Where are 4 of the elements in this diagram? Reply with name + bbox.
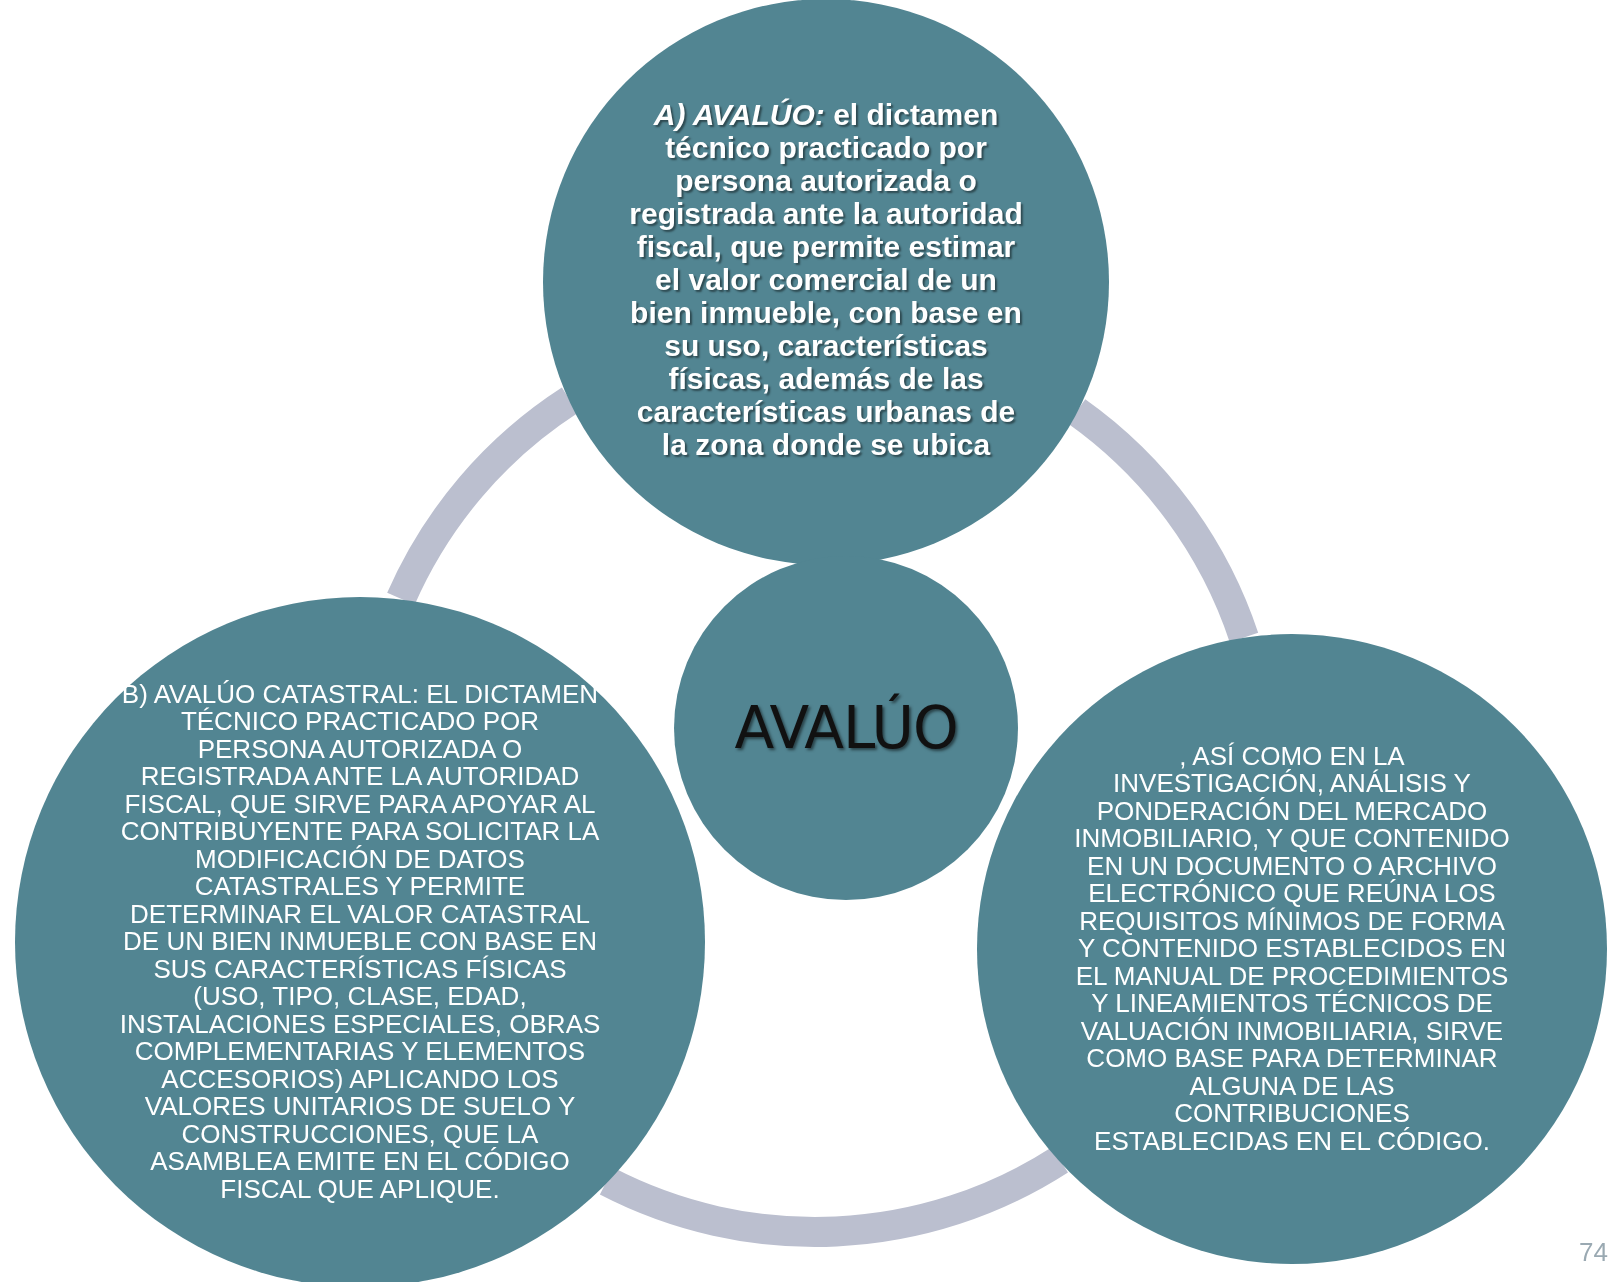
description-text: , ASÍ COMO EN LA INVESTIGACIÓN, ANÁLISIS Y PONDERACIÓN DEL MERCADO INMOBILIARIO, Y QUE CONTENIDO EN UN DOCUMENTO O ARCHIVO ELECTRÓNICO QUE REÚNA LOS REQUISITOS MÍNIMOS DE FORMA Y CONTENIDO ESTABLECIDOS EN EL MANUAL DE PROCEDIMIENTOS Y LINEAMIENTOS TÉCNICOS DE VALUACIÓN INMOBILIARIA, SIRVE COMO BASE PARA DETERMINAR ALGUNA DE LAS CONTRIBUCIONES ESTABLECIDAS EN EL CÓDIGO.	[1074, 742, 1510, 1156]
center-title: AVALÚO	[734, 694, 958, 762]
description-text: A) AVALÚO: el dictamen técnico practicado por persona autorizada o registrada ante la autoridad fiscal, que permite estimar el valor comercial de un bien inmueble, con base en su uso, características físicas, además de las características urbanas de la zona donde se ubica	[628, 97, 1024, 461]
page-number: 74	[1579, 1237, 1608, 1268]
